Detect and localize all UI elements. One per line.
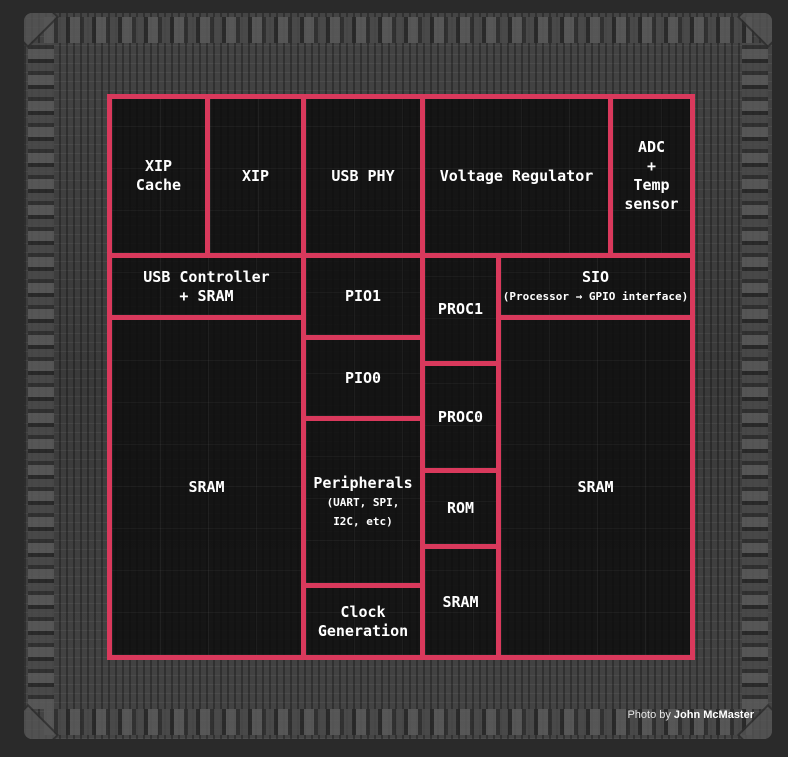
block-label: PROC1 xyxy=(437,300,484,318)
block-usb-phy: USB PHY xyxy=(301,94,425,258)
block-proc1: PROC1 xyxy=(420,253,501,366)
block-label: XIP Cache xyxy=(135,157,182,194)
block-label: XIP xyxy=(241,166,270,185)
pad-ring-bottom xyxy=(44,709,752,735)
block-proc0: PROC0 xyxy=(420,361,501,473)
block-rom: ROM xyxy=(420,468,501,549)
block-clock-generation: Clock Generation xyxy=(301,583,425,660)
block-label: USB Controller + SRAM xyxy=(143,267,270,305)
block-label: ROM xyxy=(446,499,475,517)
block-label: Peripherals xyxy=(313,473,413,492)
block-sublabel: (UART, SPI, I2C, etc) xyxy=(326,495,400,528)
block-peripherals: Peripherals (UART, SPI, I2C, etc) xyxy=(301,416,425,588)
block-pio0: PIO0 xyxy=(301,335,425,421)
block-label: PIO1 xyxy=(344,287,382,305)
block-xip: XIP xyxy=(205,94,306,258)
pad-ring-left xyxy=(28,43,54,709)
block-label: PIO0 xyxy=(344,368,382,387)
block-label: SRAM xyxy=(188,478,225,496)
block-label: Voltage Regulator xyxy=(439,166,594,185)
block-sio: SIO (Processor → GPIO interface) xyxy=(496,253,695,320)
block-label: USB PHY xyxy=(331,166,395,185)
block-label: PROC0 xyxy=(437,407,484,426)
block-voltage-regulator: Voltage Regulator xyxy=(420,94,613,258)
credit-prefix: Photo by xyxy=(627,709,671,721)
pad-ring-right xyxy=(742,43,768,709)
block-label: Clock Generation xyxy=(317,602,409,640)
photo-credit: Photo by John McMaster xyxy=(627,709,754,721)
block-label: SIO xyxy=(581,267,610,286)
block-label: ADC + Temp sensor xyxy=(624,138,679,213)
block-pio1: PIO1 xyxy=(301,253,425,340)
block-sram-right: SRAM xyxy=(496,315,695,660)
block-sram-left: SRAM xyxy=(107,315,306,660)
block-label: SRAM xyxy=(577,478,614,496)
block-usb-controller: USB Controller + SRAM xyxy=(107,253,306,320)
block-label: SRAM xyxy=(442,592,479,611)
block-adc-temp-sensor: ADC + Temp sensor xyxy=(608,94,695,258)
block-sublabel: (Processor → GPIO interface) xyxy=(502,289,689,303)
block-xip-cache: XIP Cache xyxy=(107,94,210,258)
pad-ring-top xyxy=(44,17,752,43)
credit-author: John McMaster xyxy=(673,709,754,721)
block-sram-center: SRAM xyxy=(420,544,501,660)
